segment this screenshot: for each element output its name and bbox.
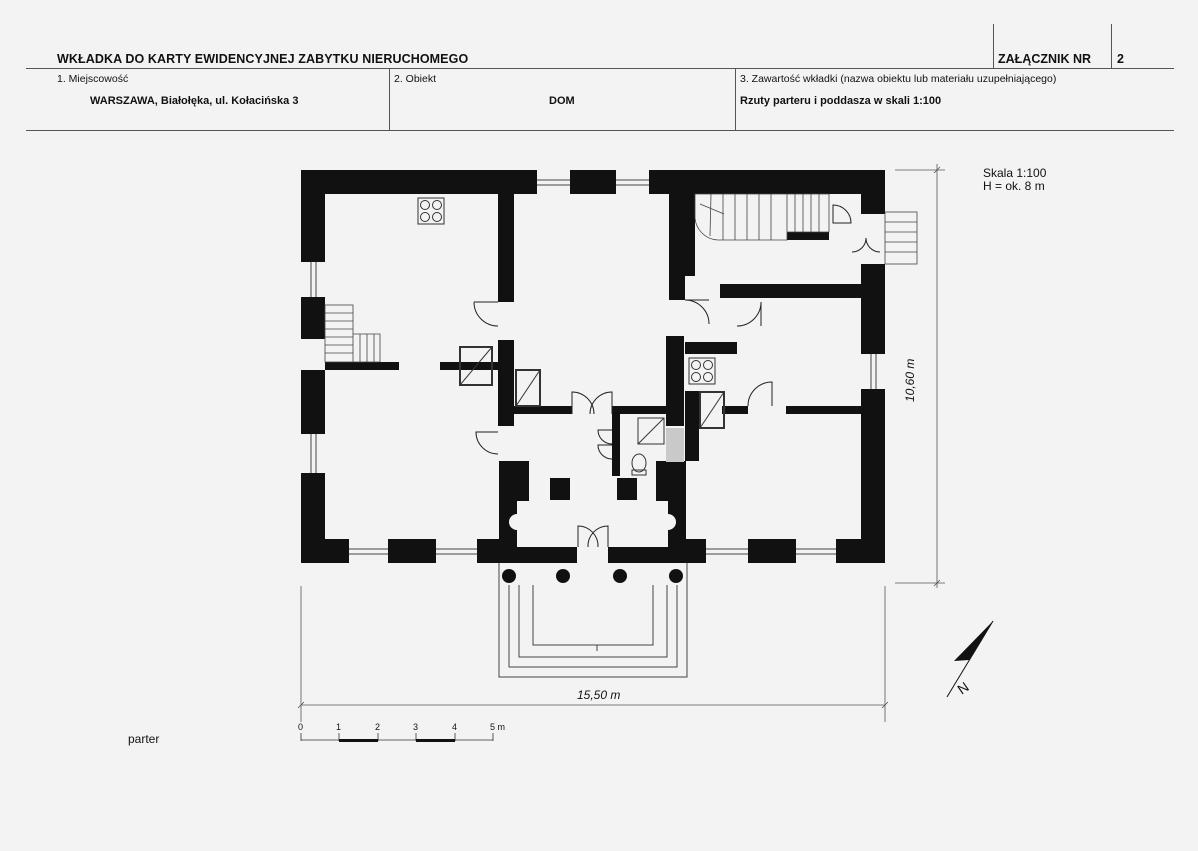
scale-tick-1: 1 — [336, 722, 342, 732]
fixtures — [417, 197, 725, 476]
field-content-label: 3. Zawartość wkładki (nazwa obiektu lub … — [740, 73, 1057, 85]
windows — [310, 179, 877, 555]
height-line: H = ok. 8 m — [983, 179, 1045, 193]
scale-tick-2: 2 — [375, 722, 381, 732]
field-locality-value: WARSZAWA, Białołęka, ul. Kołacińska 3 — [90, 95, 299, 107]
annex-divider-right — [1111, 24, 1112, 68]
scale-tick-4: 4 — [452, 722, 458, 732]
doors — [473, 204, 881, 548]
field-divider-1 — [389, 68, 390, 130]
porch-steps — [498, 563, 688, 678]
scale-line: Skala 1:100 — [983, 166, 1047, 180]
field-object-value: DOM — [549, 95, 575, 107]
annex-divider-left — [993, 24, 994, 68]
field-content-value: Rzuty parteru i poddasza w skali 1:100 — [740, 95, 942, 107]
field-object-label: 2. Obiekt — [394, 73, 437, 85]
document-title: WKŁADKA DO KARTY EWIDENCYJNEJ ZABYTKU NI… — [57, 52, 469, 66]
annex-label: ZAŁĄCZNIK NR — [998, 52, 1092, 66]
width-dimension: 15,50 m — [577, 688, 621, 702]
fields-rule — [26, 130, 1174, 131]
chimney-hatch — [666, 428, 684, 462]
dimension-lines — [297, 164, 945, 722]
columns — [502, 569, 683, 583]
depth-dimension: 10,60 m — [903, 358, 917, 402]
scale-bar — [300, 733, 494, 742]
field-divider-2 — [735, 68, 736, 130]
niches — [509, 514, 676, 530]
scale-tick-0: 0 — [298, 722, 304, 732]
scale-tick-5: 5 m — [490, 722, 506, 732]
level-label: parter — [128, 732, 160, 746]
walls — [301, 170, 885, 563]
scale-note: Skala 1:100 H = ok. 8 m — [983, 167, 1046, 193]
scale-tick-3: 3 — [413, 722, 419, 732]
north-arrow-icon — [946, 620, 994, 698]
field-locality-label: 1. Miejscowość — [57, 73, 129, 85]
annex-number: 2 — [1117, 52, 1124, 66]
staircases — [324, 193, 918, 363]
header-rule — [26, 68, 1174, 69]
